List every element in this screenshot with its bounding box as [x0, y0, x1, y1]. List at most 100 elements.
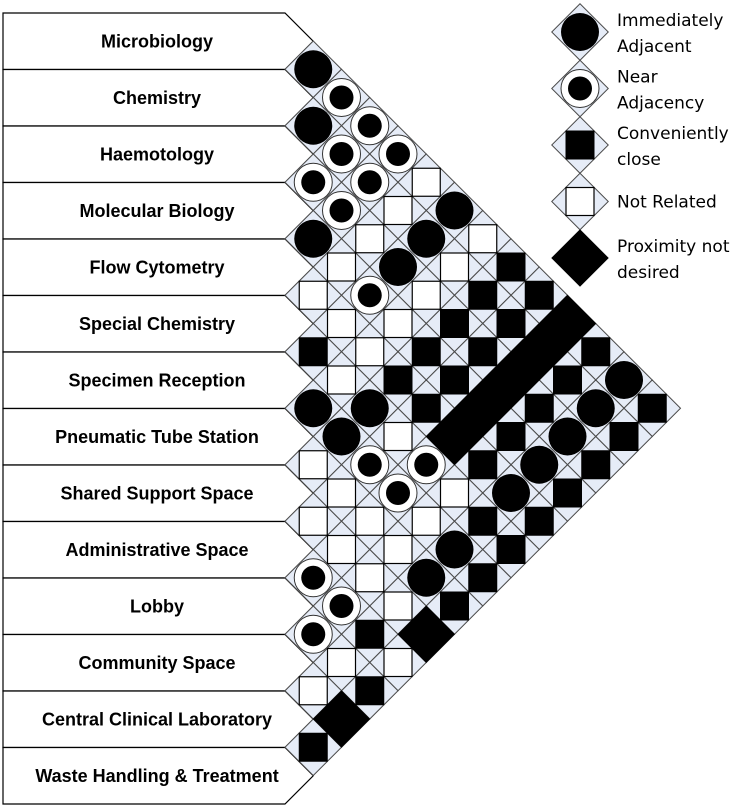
department-label: Community Space	[78, 653, 235, 673]
not-related-cell-square-icon	[326, 308, 357, 339]
not-related-cell-square-icon	[326, 534, 357, 565]
conveniently-close-cell-square-icon	[411, 337, 441, 367]
legend-label: Conveniently	[617, 124, 729, 144]
department-label-row: Shared Support Space	[2, 464, 315, 523]
conveniently-close-cell-square-icon	[496, 422, 526, 451]
immediately-adjacent-cell-circle-icon	[520, 445, 559, 484]
conveniently-close-cell-square-icon	[581, 337, 611, 367]
near-adjacency-legend-dot-icon	[568, 76, 592, 101]
near-adjacency-cell-dot-icon	[329, 594, 354, 618]
not-related-cell-square-icon	[326, 365, 357, 395]
immediately-adjacent-cell-circle-icon	[294, 389, 333, 428]
department-label: Haemotology	[100, 144, 214, 164]
not-related-cell-square-icon	[298, 506, 328, 536]
not-related-cell-square-icon	[439, 478, 470, 508]
legend-label: Not Related	[617, 193, 717, 213]
department-label-row: Community Space	[2, 633, 315, 692]
immediately-adjacent-cell-circle-icon	[548, 417, 587, 456]
immediately-adjacent-cell-circle-icon	[576, 389, 615, 428]
near-adjacency-cell-dot-icon	[329, 198, 354, 223]
not-related-cell-square-icon	[355, 563, 385, 593]
conveniently-close-cell-square-icon	[496, 309, 526, 338]
not-related-cell-square-icon	[355, 506, 385, 536]
near-adjacency-cell-dot-icon	[329, 142, 354, 166]
department-label: Pneumatic Tube Station	[55, 427, 259, 447]
not-related-cell-square-icon	[298, 676, 328, 706]
conveniently-close-cell-square-icon	[553, 478, 582, 508]
department-label-row: Specimen Reception	[2, 351, 315, 410]
conveniently-close-cell-square-icon	[524, 393, 554, 423]
not-related-cell-square-icon	[411, 506, 441, 536]
not-related-cell-square-icon	[383, 647, 413, 678]
legend-item-conveniently-close: Conveniently close	[551, 116, 729, 174]
not-related-cell-square-icon	[298, 280, 328, 310]
near-adjacency-cell-dot-icon	[357, 452, 382, 477]
near-adjacency-cell-dot-icon	[357, 170, 382, 195]
conveniently-close-cell-square-icon	[440, 591, 469, 621]
department-label: Flow Cytometry	[89, 257, 224, 277]
conveniently-close-cell-square-icon	[637, 393, 667, 423]
near-adjacency-cell-dot-icon	[301, 622, 326, 647]
near-adjacency-cell-dot-icon	[329, 85, 354, 110]
immediately-adjacent-cell-circle-icon	[294, 50, 333, 89]
immediately-adjacent-cell-circle-icon	[435, 191, 474, 230]
near-adjacency-cell-dot-icon	[414, 452, 439, 477]
near-adjacency-cell-dot-icon	[386, 142, 410, 166]
department-label-row: Microbiology	[2, 12, 315, 71]
legend-item-not-related: Not Related	[551, 172, 717, 231]
department-label-row: Flow Cytometry	[2, 238, 315, 297]
department-label-row: Lobby	[2, 577, 315, 636]
not-related-cell-square-icon	[326, 252, 357, 282]
department-label: Central Clinical Laboratory	[42, 709, 272, 729]
not-related-cell-square-icon	[298, 450, 328, 480]
department-labels: MicrobiologyChemistryHaemotologyMolecula…	[2, 12, 315, 805]
conveniently-close-cell-square-icon	[298, 732, 328, 762]
near-adjacency-cell-dot-icon	[301, 170, 326, 195]
legend-label: close	[617, 150, 661, 170]
not-related-cell-square-icon	[326, 647, 357, 678]
immediately-adjacent-cell-circle-icon	[435, 530, 474, 569]
legend-label: Adjacent	[617, 37, 692, 57]
department-label-row: Molecular Biology	[2, 181, 315, 240]
department-label: Microbiology	[101, 31, 213, 51]
immediately-adjacent-cell-circle-icon	[605, 361, 643, 399]
immediately-adjacent-cell-circle-icon	[294, 219, 333, 258]
near-adjacency-cell-dot-icon	[357, 283, 382, 308]
conveniently-close-cell-square-icon	[383, 365, 413, 395]
conveniently-close-cell-square-icon	[609, 422, 639, 451]
conveniently-close-cell-square-icon	[524, 280, 554, 310]
conveniently-close-cell-square-icon	[411, 393, 441, 423]
immediately-adjacent-cell-circle-icon	[322, 417, 361, 456]
conveniently-close-cell-square-icon	[468, 506, 498, 536]
legend: ImmediatelyAdjacentNearAdjacencyConvenie…	[551, 3, 730, 287]
conveniently-close-cell-square-icon	[496, 535, 526, 564]
not-related-cell-square-icon	[383, 421, 413, 452]
immediately-adjacent-cell-circle-icon	[294, 106, 333, 145]
not-related-cell-square-icon	[383, 195, 413, 226]
matrix-marks	[293, 50, 667, 762]
department-label-box	[2, 746, 315, 805]
conveniently-close-cell-square-icon	[468, 280, 498, 310]
department-label-row: Waste Handling & Treatment	[2, 746, 315, 805]
immediately-adjacent-cell-circle-icon	[350, 389, 389, 428]
department-label: Administrative Space	[65, 540, 248, 560]
conveniently-close-cell-square-icon	[355, 676, 385, 706]
department-label-row: Pneumatic Tube Station	[2, 407, 315, 466]
not-related-cell-square-icon	[439, 252, 470, 282]
conveniently-close-cell-square-icon	[524, 506, 554, 536]
immediately-adjacent-cell-circle-icon	[407, 558, 446, 597]
immediately-adjacent-cell-circle-icon	[407, 219, 446, 258]
near-adjacency-cell-dot-icon	[357, 113, 382, 138]
immediately-adjacent-cell-circle-icon	[379, 248, 417, 286]
legend-label: Proximity not	[617, 237, 730, 257]
not-related-cell-square-icon	[383, 308, 413, 339]
conveniently-close-cell-square-icon	[298, 337, 328, 367]
not-related-legend-square-icon	[565, 186, 595, 217]
conveniently-close-legend-square-icon	[565, 130, 595, 160]
legend-label: Immediately	[617, 11, 723, 31]
conveniently-close-cell-square-icon	[355, 619, 385, 649]
immediately-adjacent-legend-circle-icon	[561, 13, 599, 51]
